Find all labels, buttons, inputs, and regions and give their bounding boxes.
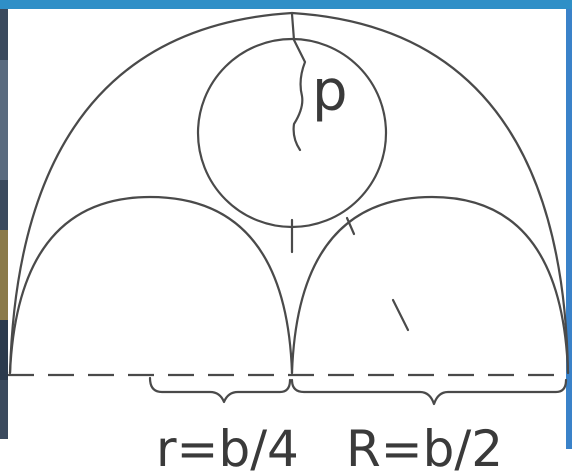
label-small-radius: r=b/4 (156, 420, 299, 476)
label-large-radius: R=b/2 (346, 420, 503, 476)
brace-large-radius (290, 378, 568, 406)
top-bar (0, 0, 572, 9)
radius-p-line (290, 12, 307, 152)
inscribed-circle (196, 37, 388, 229)
right-arch-tick (345, 216, 356, 236)
right-edge-strip (566, 9, 572, 449)
right-radius-tick (391, 298, 410, 332)
outer-arch (8, 11, 570, 375)
left-edge-photo-strip (0, 9, 8, 439)
left-small-arch (8, 195, 294, 375)
brace-small-radius (148, 376, 292, 404)
right-small-arch (290, 195, 570, 375)
label-inscribed-radius: p (312, 59, 348, 124)
